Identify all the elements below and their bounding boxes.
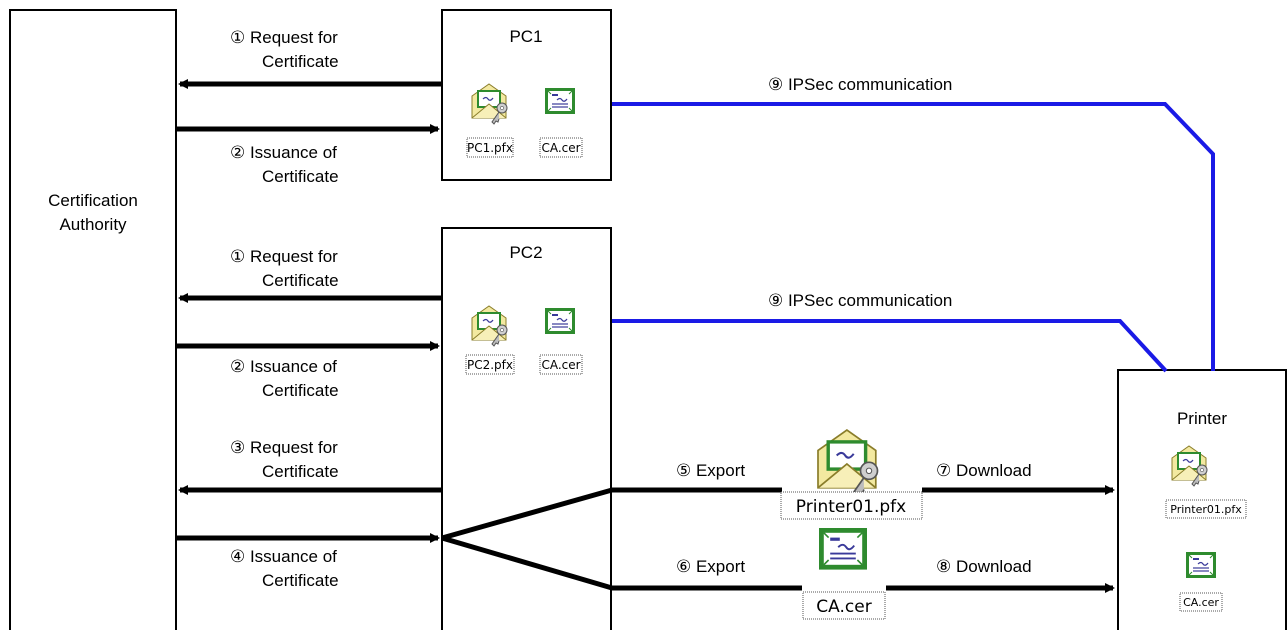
pc2-ipsec-line — [612, 319, 1168, 373]
exported-pfx-filename-box — [780, 491, 923, 520]
printer-request-label-2: Certificate — [262, 462, 339, 481]
pc1-request-label-1: ① Request for — [230, 28, 338, 47]
pc1-issuance-label-2: Certificate — [262, 167, 339, 186]
export-split-upper — [441, 487, 613, 541]
pc2-cer-filename: CA.cer — [541, 358, 580, 372]
pc2-issuance-label-1: ② Issuance of — [230, 357, 337, 376]
pc2-title: PC2 — [509, 243, 542, 262]
pc2-request-label-1: ① Request for — [230, 247, 338, 266]
pc1-ipsec-label: ⑨ IPSec communication — [768, 75, 952, 94]
exported-cer-filename-box — [802, 591, 886, 620]
printer-pfx-filename: Printer01.pfx — [1170, 503, 1242, 516]
exported-pfx-filename: Printer01.pfx — [796, 497, 906, 517]
export-cer-label: ⑥ Export — [676, 557, 745, 576]
pc1-issuance-label-1: ② Issuance of — [230, 143, 337, 162]
export-split-lower — [441, 535, 613, 591]
printer-cer-filename: CA.cer — [1183, 596, 1219, 609]
pc2-ipsec-label: ⑨ IPSec communication — [768, 291, 952, 310]
printer-title: Printer — [1177, 409, 1227, 428]
download-pfx-label: ⑦ Download — [936, 461, 1032, 480]
pc1-pfx-filename: PC1.pfx — [467, 141, 513, 155]
printer-cer-filename-box — [1179, 592, 1223, 612]
printer-request-label-1: ③ Request for — [230, 438, 338, 457]
pc1-cer-filename: CA.cer — [541, 141, 580, 155]
printer-issuance-label-2: Certificate — [262, 571, 339, 590]
pc1-pfx-filename-box — [466, 137, 514, 158]
ca-box — [9, 9, 177, 630]
pc1-cer-filename-box — [539, 137, 583, 158]
pc2-cer-icon — [544, 307, 576, 335]
ca-label-line2: Authority — [59, 215, 127, 234]
pc1-title: PC1 — [509, 27, 542, 46]
exported-cer-icon — [818, 527, 868, 571]
export-pfx-label: ⑤ Export — [676, 461, 745, 480]
printer-issuance-label-1: ④ Issuance of — [230, 547, 337, 566]
pc2-pfx-filename: PC2.pfx — [467, 358, 513, 372]
download-cer-label: ⑧ Download — [936, 557, 1032, 576]
pc2-box — [441, 227, 612, 630]
pc1-cer-icon — [544, 87, 576, 115]
exported-pfx-icon — [816, 428, 879, 500]
ca-label-line1: Certification — [48, 191, 138, 210]
pc1-request-label-2: Certificate — [262, 52, 339, 71]
pc2-issuance-label-2: Certificate — [262, 381, 339, 400]
pc2-request-label-2: Certificate — [262, 271, 339, 290]
exported-cer-filename: CA.cer — [816, 597, 871, 617]
pc2-cer-filename-box — [539, 354, 583, 375]
pc2-pfx-filename-box — [465, 354, 515, 375]
pc1-box — [441, 9, 612, 181]
printer-pfx-filename-box — [1165, 499, 1247, 519]
printer-cer-icon — [1185, 551, 1217, 579]
pc1-ipsec-line — [612, 102, 1215, 371]
